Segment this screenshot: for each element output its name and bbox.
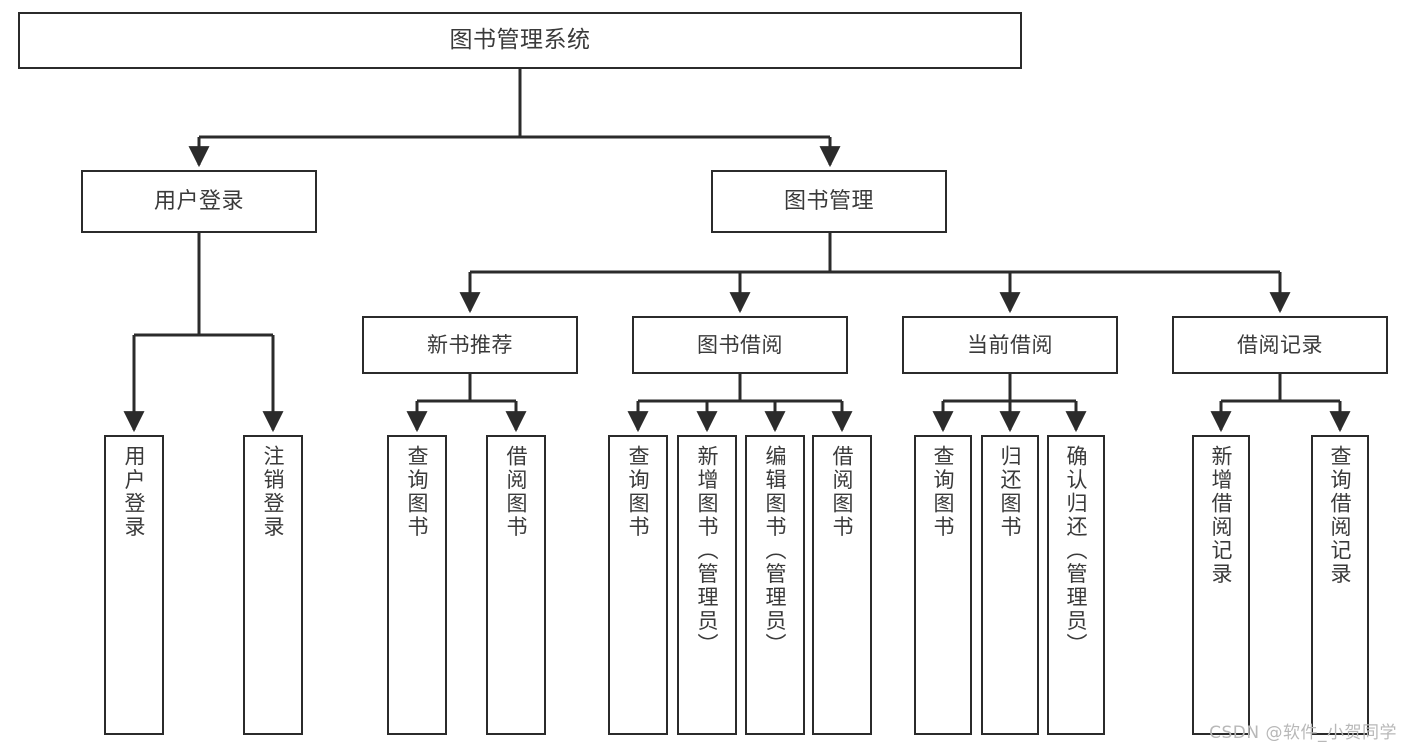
node-user-login[interactable]: 用户登录 [81,170,317,233]
node-leaf-query-book-2-label: 查询图书 [626,445,651,539]
node-leaf-return-book-label: 归还图书 [998,445,1023,539]
node-leaf-add-book[interactable]: 新增图书（管理员） [677,435,737,735]
node-leaf-query-book-1[interactable]: 查询图书 [387,435,447,735]
node-leaf-query-record[interactable]: 查询借阅记录 [1311,435,1369,735]
node-new-book-recommend-label: 新书推荐 [427,332,513,357]
node-current-borrow[interactable]: 当前借阅 [902,316,1118,374]
node-leaf-borrow-book-2-label: 借阅图书 [830,445,855,539]
node-leaf-confirm-return[interactable]: 确认归还（管理员） [1047,435,1105,735]
node-root-label: 图书管理系统 [449,26,591,53]
node-leaf-add-book-label: 新增图书（管理员） [695,445,720,657]
node-book-borrow-label: 图书借阅 [697,332,783,357]
node-leaf-edit-book[interactable]: 编辑图书（管理员） [745,435,805,735]
node-leaf-borrow-book-2[interactable]: 借阅图书 [812,435,872,735]
node-leaf-add-record[interactable]: 新增借阅记录 [1192,435,1250,735]
node-new-book-recommend[interactable]: 新书推荐 [362,316,578,374]
csdn-watermark: CSDN @软件_小贺同学 [1209,723,1397,743]
node-book-manage-label: 图书管理 [783,188,874,214]
node-leaf-borrow-book-1-label: 借阅图书 [504,445,529,539]
node-leaf-user-logout-label: 注销登录 [261,445,286,539]
node-leaf-borrow-book-1[interactable]: 借阅图书 [486,435,546,735]
node-leaf-user-login[interactable]: 用户登录 [104,435,164,735]
node-borrow-record[interactable]: 借阅记录 [1172,316,1388,374]
node-leaf-query-book-1-label: 查询图书 [405,445,430,539]
node-leaf-query-book-2[interactable]: 查询图书 [608,435,668,735]
node-leaf-query-book-3-label: 查询图书 [931,445,956,539]
node-leaf-add-record-label: 新增借阅记录 [1209,445,1234,586]
node-user-login-label: 用户登录 [153,188,244,214]
node-leaf-confirm-return-label: 确认归还（管理员） [1064,445,1089,657]
node-leaf-query-record-label: 查询借阅记录 [1328,445,1353,586]
node-current-borrow-label: 当前借阅 [967,332,1053,357]
node-root[interactable]: 图书管理系统 [18,12,1022,69]
node-leaf-edit-book-label: 编辑图书（管理员） [763,445,788,657]
node-leaf-user-logout[interactable]: 注销登录 [243,435,303,735]
node-leaf-return-book[interactable]: 归还图书 [981,435,1039,735]
node-borrow-record-label: 借阅记录 [1237,332,1323,357]
node-book-manage[interactable]: 图书管理 [711,170,947,233]
node-leaf-query-book-3[interactable]: 查询图书 [914,435,972,735]
node-leaf-user-login-label: 用户登录 [122,445,147,539]
node-book-borrow[interactable]: 图书借阅 [632,316,848,374]
